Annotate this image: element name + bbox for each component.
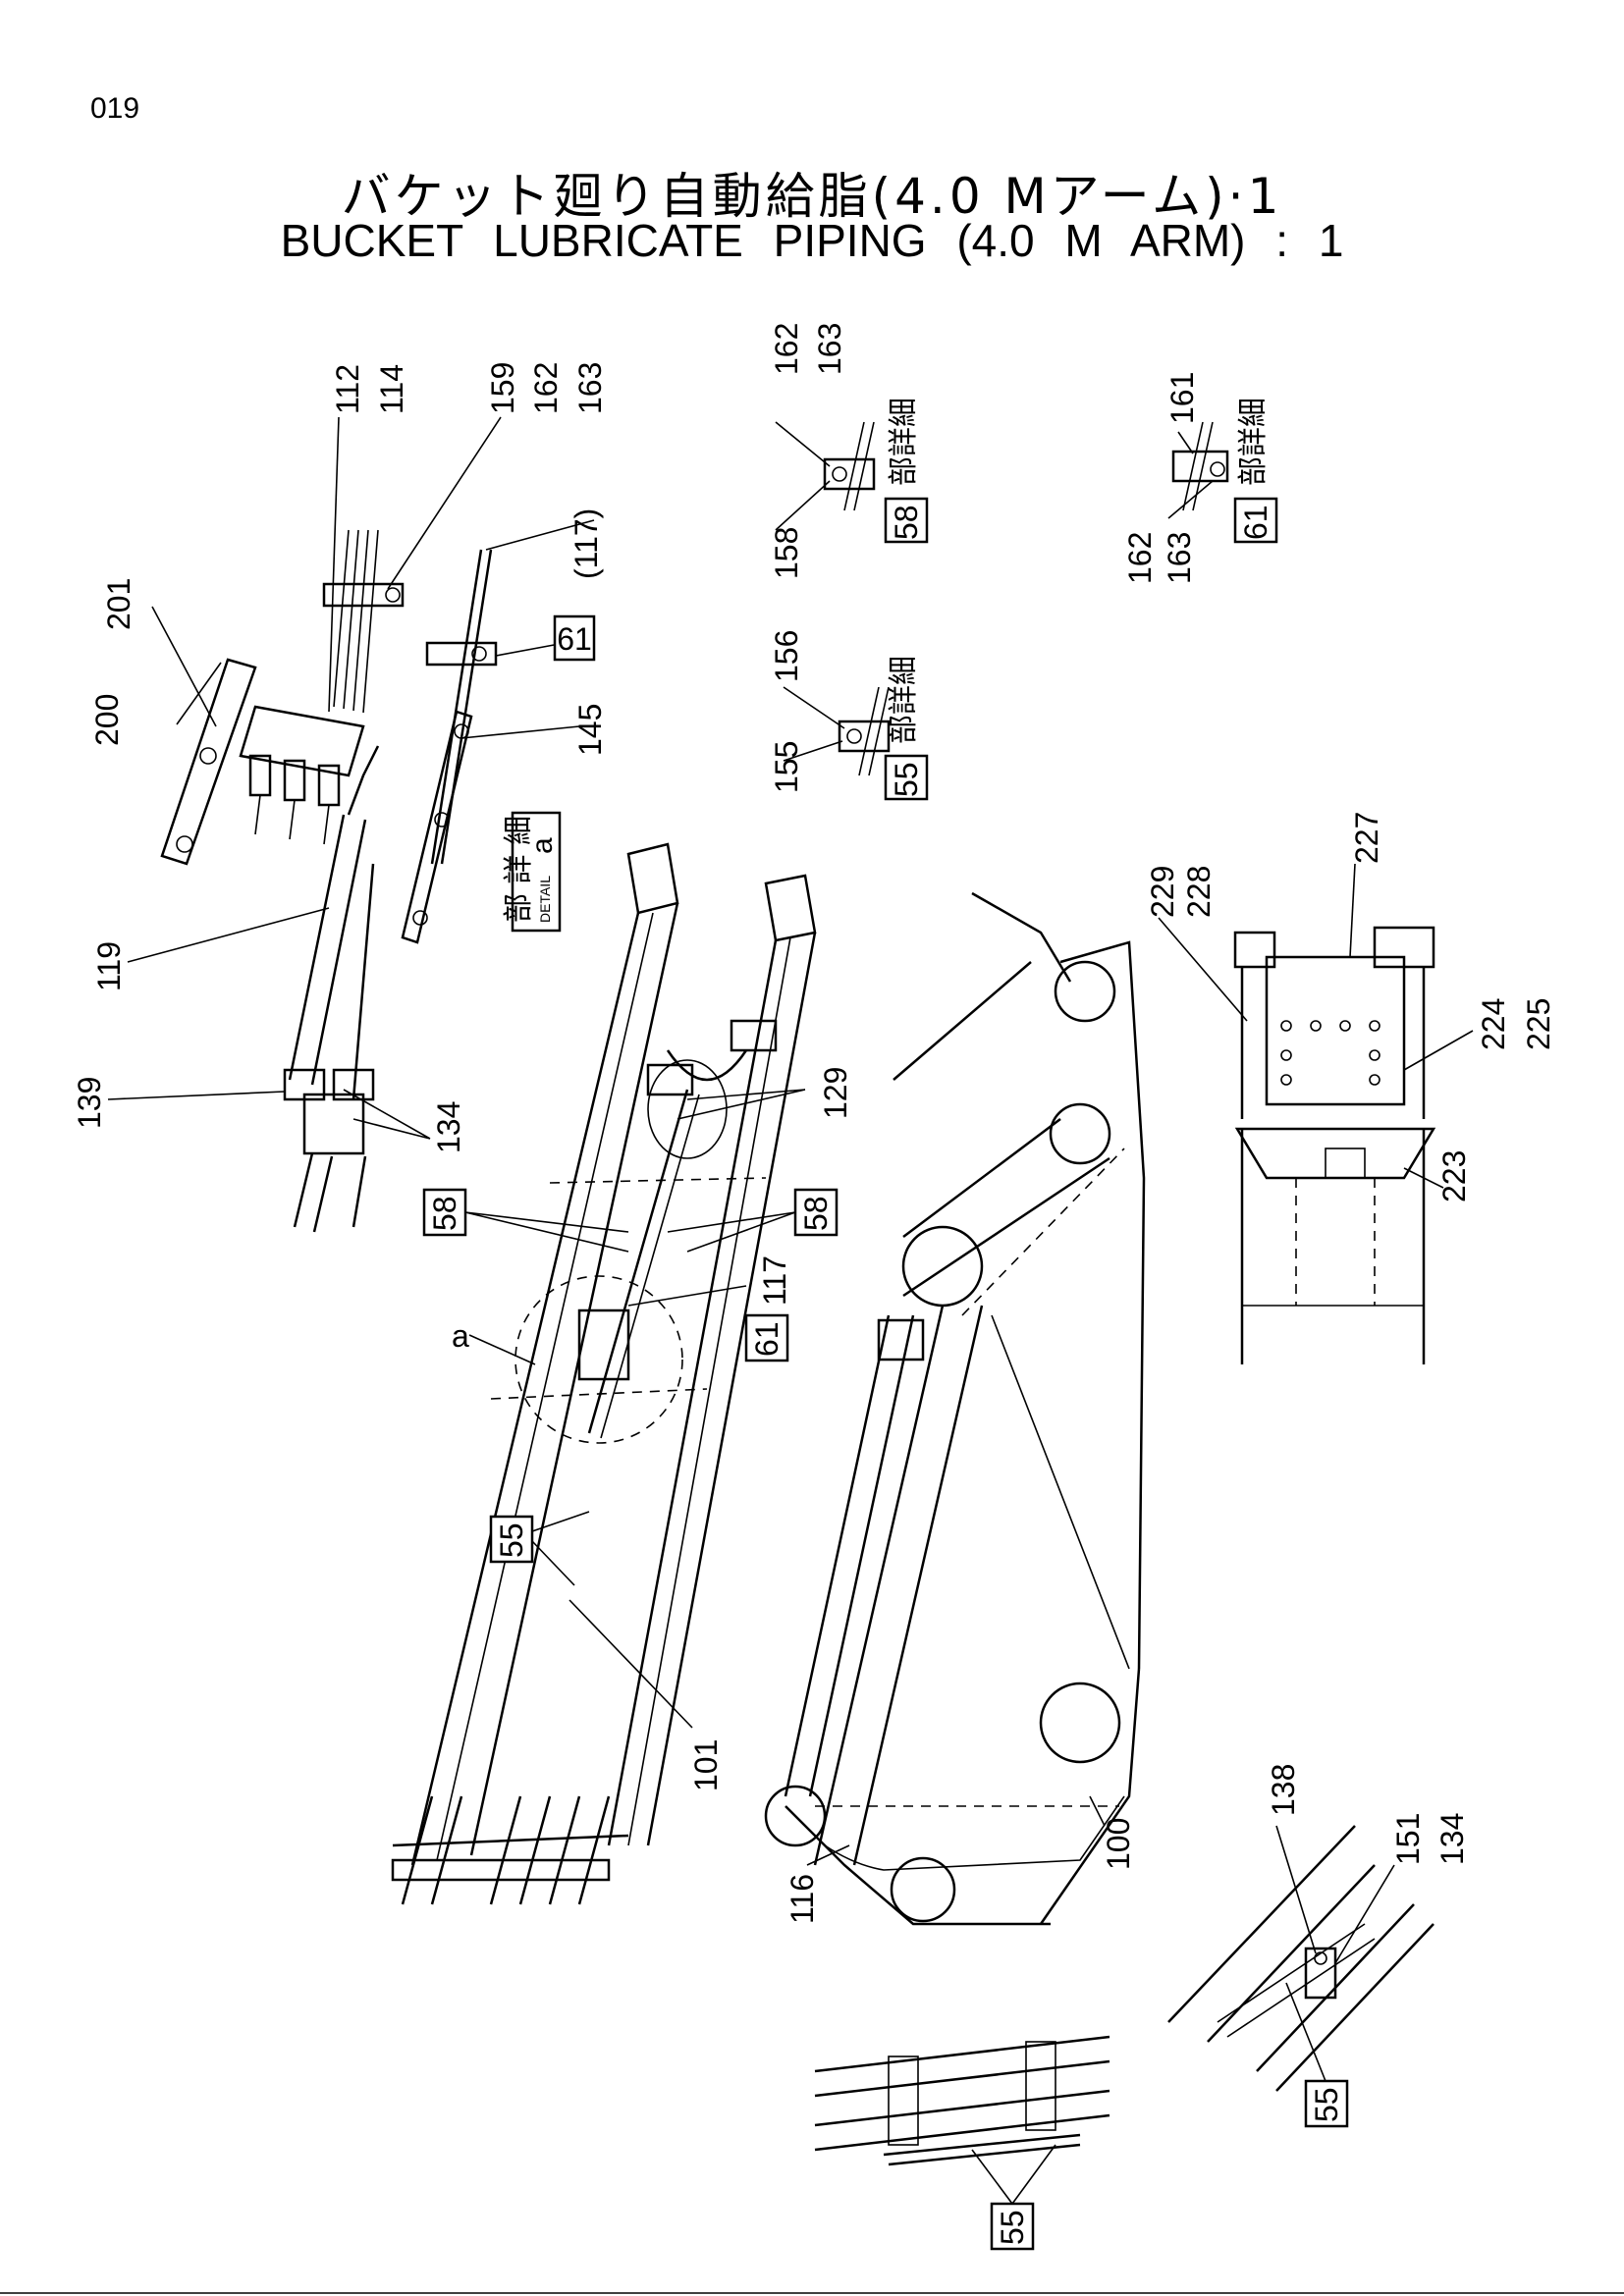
bottom-arm-detail-drawing [814, 2035, 1110, 2166]
label-117: 117 [757, 1255, 792, 1306]
label-134-link: 134 [1435, 1813, 1470, 1865]
label-201: 201 [101, 578, 136, 630]
label-100: 100 [1101, 1818, 1136, 1870]
label-119: 119 [91, 941, 127, 991]
label-229: 229 [1145, 866, 1180, 918]
boom-drawing [764, 891, 1146, 1926]
label-138: 138 [1266, 1764, 1301, 1816]
title-english: BUCKET LUBRICATE PIPING (4.0 M ARM) : 1 [280, 215, 1344, 266]
label-101: 101 [688, 1739, 724, 1791]
label-163-d61: 163 [1162, 532, 1197, 584]
label-156: 156 [769, 630, 804, 682]
ref-box-61-detail: 61 [1238, 505, 1273, 540]
ref-box-58-right: 58 [798, 1196, 834, 1231]
detail-61-suffix: 部詳細 [1236, 398, 1271, 486]
ref-box-55-bottom: 55 [995, 2210, 1030, 2245]
label-163-main: 163 [572, 362, 608, 414]
ref-box-55-right: 55 [1309, 2087, 1344, 2122]
svg-text:部 詳 細: 部 詳 細 [502, 816, 536, 923]
label-161: 161 [1164, 372, 1200, 424]
detail-61-drawing [1171, 421, 1229, 511]
ref-box-55-arm: 55 [494, 1522, 529, 1558]
label-116: 116 [785, 1874, 820, 1924]
ref-box-61-valve: 61 [557, 621, 592, 657]
detail-55-drawing [838, 686, 891, 776]
ref-box-55-detail: 55 [889, 762, 924, 797]
title-japanese: バケット廻り自動給脂(4.0 Mアーム)·1 [341, 168, 1283, 225]
arm-drawing [391, 842, 817, 1905]
detail-58-drawing [823, 421, 876, 511]
label-225: 225 [1521, 998, 1556, 1050]
label-158: 158 [769, 527, 804, 579]
label-200: 200 [89, 694, 125, 746]
label-228: 228 [1181, 866, 1217, 918]
label-155: 155 [769, 741, 804, 793]
arm-end-detail-drawing [1233, 926, 1436, 1364]
bucket-link-detail-drawing [1167, 1825, 1435, 2092]
label-134-valve: 134 [431, 1101, 466, 1153]
ref-box-61-arm: 61 [749, 1321, 785, 1357]
svg-text:DETAIL: DETAIL [537, 876, 553, 923]
label-117-paren: (117) [568, 508, 604, 579]
label-129: 129 [818, 1067, 853, 1119]
detail-58-suffix: 部詳細 [887, 398, 921, 486]
ref-box-58-detail: 58 [889, 505, 924, 540]
label-162-d58: 162 [769, 323, 804, 375]
detail-55-suffix: 部詳細 [887, 656, 921, 744]
label-145: 145 [572, 704, 608, 756]
label-163-d58: 163 [812, 323, 847, 375]
label-162-d61: 162 [1122, 532, 1158, 584]
label-114: 114 [374, 364, 409, 414]
svg-text:a: a [526, 837, 559, 854]
label-162-main: 162 [528, 362, 564, 414]
label-223: 223 [1436, 1150, 1472, 1202]
label-159: 159 [485, 362, 520, 414]
valve-assembly-drawing [160, 529, 498, 1233]
detail-a-note: 部 詳 細 DETAIL a [502, 811, 562, 933]
label-151: 151 [1390, 1813, 1426, 1865]
page-number: 019 [90, 92, 140, 125]
label-112: 112 [330, 364, 365, 414]
label-224: 224 [1476, 998, 1511, 1050]
label-139: 139 [72, 1077, 107, 1129]
ref-box-58-left: 58 [427, 1196, 462, 1231]
label-227: 227 [1349, 812, 1384, 864]
circle-label-a: a [452, 1318, 469, 1354]
